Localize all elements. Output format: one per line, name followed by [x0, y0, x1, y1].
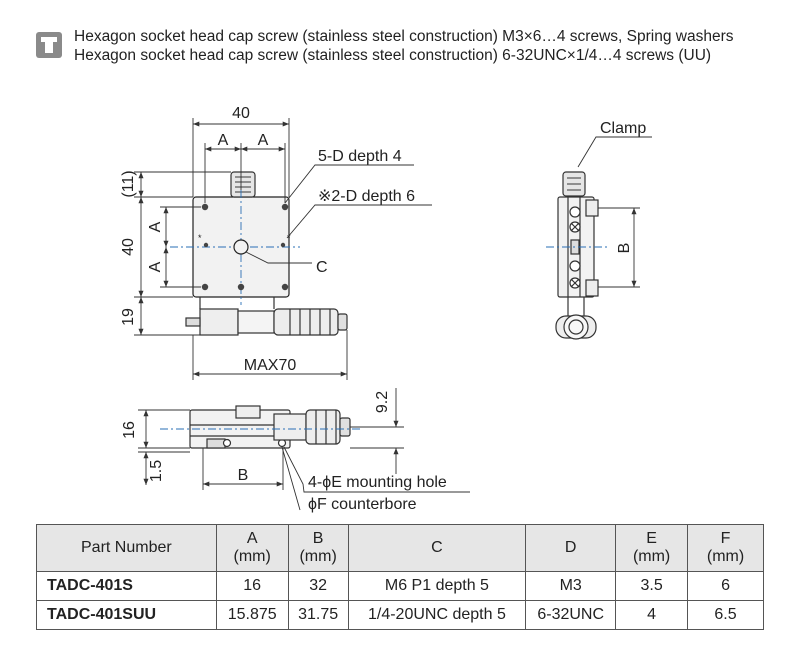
clamp-knob-top: [230, 171, 256, 198]
cell-d: 6-32UNC: [525, 600, 617, 630]
cell-part-number: TADC-401S: [36, 571, 217, 601]
cell-b: 31.75: [287, 600, 349, 630]
dim-height-40: 40: [120, 238, 137, 256]
tap-mark-left: *: [198, 233, 202, 243]
cell-part-number: TADC-401SUU: [36, 600, 217, 630]
front-dim-16: 16: [121, 421, 138, 439]
spec-table: Part Number A(mm) B(mm) C D E(mm) F(mm) …: [36, 524, 764, 630]
cell-c: 1/4-20UNC depth 5: [347, 600, 527, 630]
cell-f: 6: [687, 571, 764, 601]
header-a: A(mm): [215, 524, 289, 572]
dim-a-right: A: [258, 132, 269, 149]
center-hole: [233, 239, 249, 255]
front-dim-1-5: 1.5: [148, 460, 165, 482]
cell-f: 6.5: [687, 600, 764, 630]
cell-e: 4: [615, 600, 689, 630]
note-line-1: Hexagon socket head cap screw (stainless…: [74, 28, 734, 45]
clamp-label: Clamp: [600, 120, 646, 137]
header-b: B(mm): [287, 524, 349, 572]
micrometer-top: [185, 308, 348, 336]
header-d: D: [525, 524, 617, 572]
header-f: F(mm): [687, 524, 764, 572]
tap-hole: [201, 283, 209, 291]
header-c: C: [347, 524, 527, 572]
tap-hole: [237, 283, 245, 291]
screw-note-icon: [36, 32, 62, 58]
dim-width-40: 40: [232, 105, 250, 122]
cell-c: M6 P1 depth 5: [347, 571, 527, 601]
micrometer-end-side: [563, 314, 589, 340]
header-e: E(mm): [615, 524, 689, 572]
header-part-number: Part Number: [36, 524, 217, 572]
dim-micrometer-19: 19: [120, 308, 137, 326]
table-row: TADC-401S 16 32 M6 P1 depth 5 M3 3.5 6: [36, 571, 764, 601]
dimension-drawing: * * 40 A: [120, 105, 652, 513]
table-row: TADC-401SUU 15.875 31.75 1/4-20UNC depth…: [36, 600, 764, 630]
cell-e: 3.5: [615, 571, 689, 601]
tap-hole: [281, 203, 289, 211]
cell-d: M3: [525, 571, 617, 601]
tap-holes: [201, 203, 289, 291]
mounting-hole-label: 4-ϕE mounting hole: [308, 474, 447, 491]
tap-hole: [203, 242, 209, 248]
dim-max70: MAX70: [244, 357, 297, 374]
side-dim-b: B: [616, 243, 633, 254]
table-header-row: Part Number A(mm) B(mm) C D E(mm) F(mm): [36, 524, 764, 572]
top-view: [185, 171, 348, 336]
cell-b: 32: [287, 571, 349, 601]
tap-label: 5-D depth 4: [318, 148, 402, 165]
side-view: [555, 136, 652, 340]
dim-a-upper: A: [147, 221, 164, 232]
marked-tap-label: ※2-D depth 6: [318, 188, 415, 205]
cell-a: 16: [215, 571, 289, 601]
center-hole-label: C: [316, 259, 328, 276]
tap-hole: [280, 242, 286, 248]
counterbore-label: ϕF counterbore: [308, 496, 417, 513]
tap-mark-right: *: [287, 233, 291, 243]
tap-hole: [201, 203, 209, 211]
dim-a-lower: A: [147, 261, 164, 272]
front-dim-9-2: 9.2: [374, 391, 391, 413]
front-view: [138, 388, 470, 511]
dim-a-left: A: [218, 132, 229, 149]
cell-a: 15.875: [215, 600, 289, 630]
tap-hole: [281, 283, 289, 291]
dim-offset-11: (11): [120, 170, 137, 197]
note-line-2: Hexagon socket head cap screw (stainless…: [74, 47, 712, 64]
front-dim-b: B: [238, 467, 249, 484]
